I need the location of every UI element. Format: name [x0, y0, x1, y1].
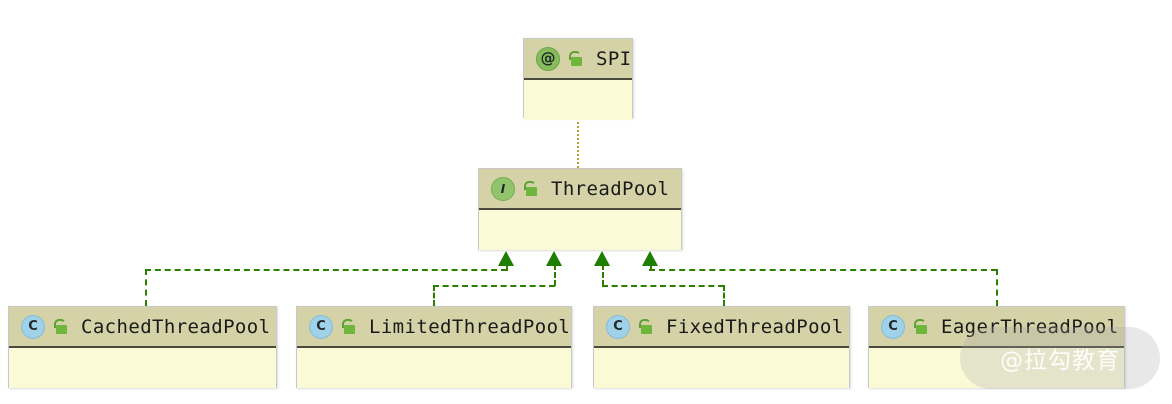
realization-arrowhead-eagerthreadpool: [642, 251, 658, 266]
open-lock-icon: [522, 180, 537, 197]
uml-node-limitedthreadpool-members: [297, 348, 571, 388]
uml-node-cachedthreadpool-title: CachedThreadPool: [81, 315, 271, 338]
connector-spi-to-threadpool: [577, 118, 579, 168]
connector-limitedthreadpool-riser: [554, 264, 556, 286]
uml-node-fixedthreadpool[interactable]: C FixedThreadPool: [593, 306, 850, 388]
uml-node-threadpool-header: I ThreadPool: [479, 169, 681, 210]
uml-node-spi-header: @ SPI: [524, 39, 632, 80]
uml-node-eagerthreadpool-title: EagerThreadPool: [941, 315, 1119, 338]
uml-node-eagerthreadpool[interactable]: C EagerThreadPool: [868, 306, 1125, 388]
connector-eagerthreadpool-vertical: [996, 269, 998, 306]
uml-node-limitedthreadpool-title: LimitedThreadPool: [369, 315, 571, 338]
open-lock-icon: [340, 318, 355, 335]
uml-node-eagerthreadpool-members: [869, 348, 1124, 388]
connector-cachedthreadpool-horizontal: [145, 269, 507, 271]
open-lock-icon: [567, 50, 582, 67]
connector-fixedthreadpool-riser: [602, 264, 604, 286]
open-lock-icon: [52, 318, 67, 335]
open-lock-icon: [912, 318, 927, 335]
class-stereotype-icon: C: [309, 314, 333, 339]
uml-node-fixedthreadpool-members: [594, 348, 849, 388]
uml-node-cachedthreadpool-members: [9, 348, 276, 388]
annotation-stereotype-icon: @: [536, 46, 560, 71]
uml-node-threadpool[interactable]: I ThreadPool: [478, 168, 682, 250]
connector-fixedthreadpool-vertical: [723, 285, 725, 306]
connector-limitedthreadpool-horizontal: [433, 285, 555, 287]
connector-fixedthreadpool-horizontal: [602, 285, 724, 287]
interface-stereotype-icon: I: [491, 176, 515, 201]
class-stereotype-icon: C: [606, 314, 630, 339]
uml-node-limitedthreadpool[interactable]: C LimitedThreadPool: [296, 306, 572, 388]
uml-node-fixedthreadpool-header: C FixedThreadPool: [594, 307, 849, 348]
uml-node-threadpool-members: [479, 210, 681, 250]
uml-node-fixedthreadpool-title: FixedThreadPool: [666, 315, 844, 338]
realization-arrowhead-cachedthreadpool: [498, 251, 514, 266]
connector-cachedthreadpool-stub: [506, 264, 508, 271]
realization-arrowhead-limitedthreadpool: [546, 251, 562, 266]
uml-node-cachedthreadpool-header: C CachedThreadPool: [9, 307, 276, 348]
connector-limitedthreadpool-vertical: [433, 285, 435, 306]
connector-eagerthreadpool-horizontal: [649, 269, 997, 271]
uml-node-spi-members: [524, 80, 632, 120]
connector-eagerthreadpool-stub: [650, 264, 652, 271]
uml-node-cachedthreadpool[interactable]: C CachedThreadPool: [8, 306, 277, 388]
open-lock-icon: [637, 318, 652, 335]
class-stereotype-icon: C: [21, 314, 45, 339]
realization-arrowhead-fixedthreadpool: [594, 251, 610, 266]
uml-node-spi-title: SPI: [596, 47, 632, 70]
uml-node-threadpool-title: ThreadPool: [551, 177, 670, 200]
connector-cachedthreadpool-vertical: [145, 269, 147, 306]
uml-node-limitedthreadpool-header: C LimitedThreadPool: [297, 307, 571, 348]
uml-node-spi[interactable]: @ SPI: [523, 38, 633, 120]
uml-node-eagerthreadpool-header: C EagerThreadPool: [869, 307, 1124, 348]
class-stereotype-icon: C: [881, 314, 905, 339]
